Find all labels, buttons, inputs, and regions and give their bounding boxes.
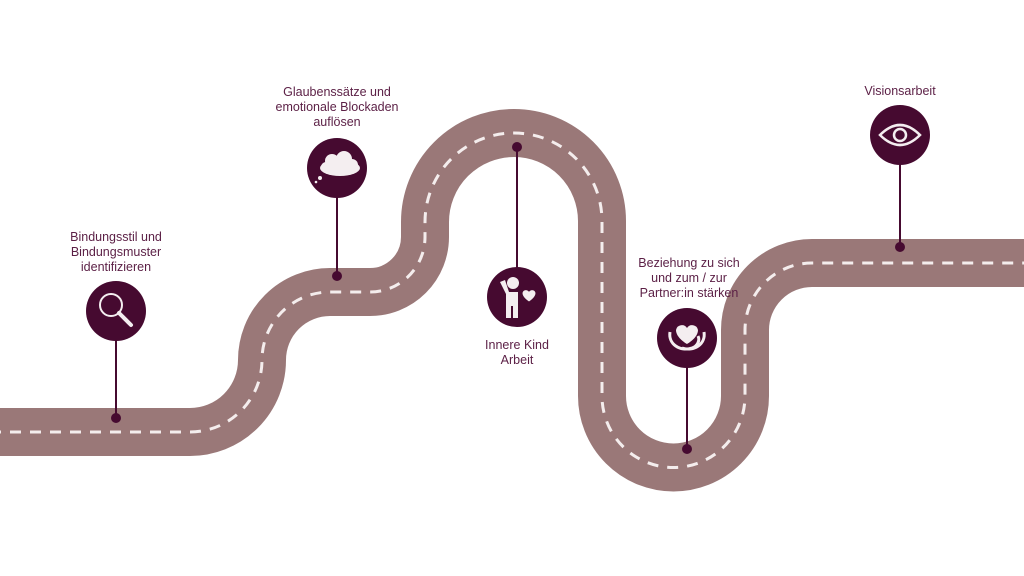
child-heart-icon bbox=[500, 277, 537, 318]
label-line: Bindungsstil und bbox=[70, 230, 162, 244]
milestone-pin-2 bbox=[307, 138, 367, 281]
eye-icon bbox=[878, 123, 922, 147]
label-line: identifizieren bbox=[80, 260, 152, 274]
road-center-line bbox=[0, 131, 1024, 469]
milestone-pin-3 bbox=[487, 142, 547, 327]
label-line: Glaubenssätze und bbox=[283, 85, 391, 99]
milestone-label-4: Beziehung zu sich und zum / zur Partner:… bbox=[638, 256, 739, 301]
label-line: und zum / zur bbox=[651, 271, 727, 285]
label-line: Visionsarbeit bbox=[864, 84, 936, 98]
milestone-label-5: Visionsarbeit bbox=[864, 84, 935, 99]
label-line: Partner:in stärken bbox=[639, 286, 739, 300]
hug-heart-icon bbox=[668, 325, 706, 351]
milestone-label-1: Bindungsstil und Bindungsmuster identifi… bbox=[70, 230, 162, 275]
magnifier-icon bbox=[99, 293, 133, 327]
label-line: auflösen bbox=[313, 115, 361, 129]
label-line: Beziehung zu sich bbox=[638, 256, 740, 270]
label-line: emotionale Blockaden bbox=[275, 100, 399, 114]
milestone-pin-4 bbox=[657, 308, 717, 454]
label-line: Arbeit bbox=[500, 353, 534, 367]
thought-cloud-icon bbox=[314, 151, 360, 184]
milestone-label-3: Innere Kind Arbeit bbox=[485, 338, 549, 368]
label-line: Bindungsmuster bbox=[70, 245, 162, 259]
milestone-pin-5 bbox=[870, 105, 930, 252]
milestone-pin-1 bbox=[86, 281, 146, 423]
label-line: Innere Kind bbox=[485, 338, 549, 352]
milestone-label-2: Glaubenssätze und emotionale Blockaden a… bbox=[276, 85, 399, 130]
